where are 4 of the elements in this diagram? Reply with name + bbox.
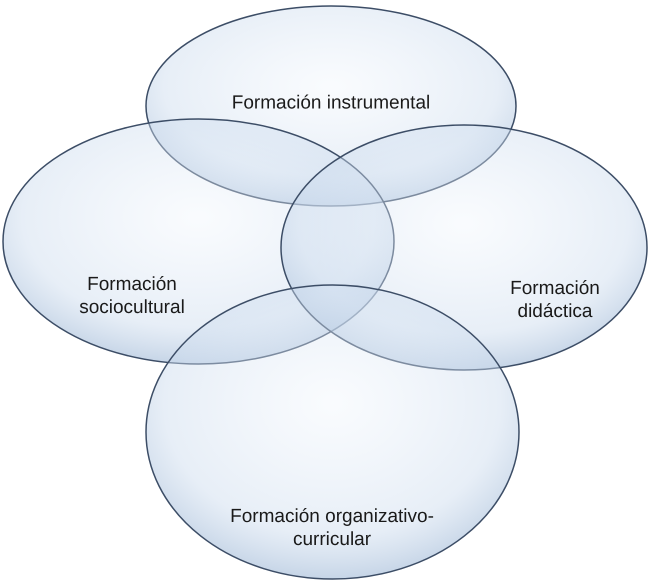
ellipse-label: Formación sociocultural — [78, 273, 186, 319]
ellipse-label: Formación didáctica — [509, 277, 601, 323]
ellipse-label: Formación organizativo-curricular — [229, 505, 435, 551]
ellipse-label: Formación instrumental — [230, 92, 432, 114]
